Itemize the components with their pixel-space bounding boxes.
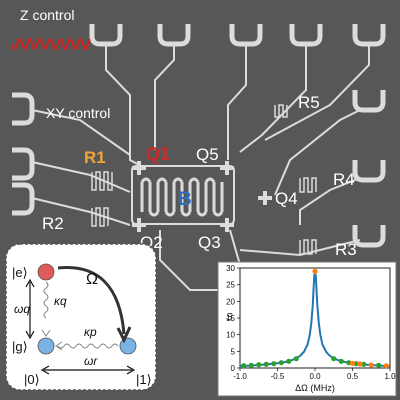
data-point-green xyxy=(361,361,367,367)
data-point-orange xyxy=(383,363,389,369)
q5-cross xyxy=(220,161,234,175)
y-tick-label: 30 xyxy=(226,264,235,273)
q3-label: Q3 xyxy=(198,233,221,252)
r5-label: R5 xyxy=(298,93,320,112)
chart-marks: 0 5 10 15 20 25 30 -1.0 -0.5 0.0 0.5 1.0 xyxy=(226,264,396,381)
data-point-green xyxy=(353,361,359,367)
state-g-label: |g⟩ xyxy=(12,339,28,354)
r4-label: R4 xyxy=(333,170,355,189)
q5-label: Q5 xyxy=(196,145,219,164)
data-point-green xyxy=(248,362,254,368)
qubit-crosses xyxy=(132,161,272,232)
x-tick-label: 0.5 xyxy=(347,372,359,381)
kappa-q-decay-icon xyxy=(43,281,49,319)
data-point-green xyxy=(331,356,337,362)
omega-drive-arrow xyxy=(57,266,126,335)
data-point-green xyxy=(271,361,277,367)
omega-q-arrowheads xyxy=(25,278,35,340)
spectrum-chart: 0 5 10 15 20 25 30 -1.0 -0.5 0.0 0.5 1.0 S ΔΩ (MHz) xyxy=(217,261,397,397)
omega-r-arrowheads xyxy=(40,365,136,375)
q4-cross xyxy=(258,191,272,205)
z-control-label: Z control xyxy=(20,7,74,23)
bus-b-label: B xyxy=(178,189,192,210)
y-tick-label: 20 xyxy=(226,297,235,306)
state-1-label: |1⟩ xyxy=(136,372,152,387)
state-e-label: |e⟩ xyxy=(12,265,28,280)
r3-label: R3 xyxy=(335,240,357,259)
ground-state-node xyxy=(37,337,55,355)
y-axis-label: S xyxy=(226,312,233,323)
state-0-label: |0⟩ xyxy=(24,372,40,387)
q2-cross xyxy=(132,218,146,232)
x-tick-label: 1.0 xyxy=(384,372,396,381)
data-point-green xyxy=(256,362,262,368)
readout-resonators xyxy=(91,104,317,255)
omega-label: Ω xyxy=(86,271,98,288)
data-point-green xyxy=(241,363,247,369)
data-point-orange xyxy=(357,361,363,367)
data-point-green xyxy=(338,358,344,364)
kappa-p-arrowhead xyxy=(55,341,63,351)
bus-resonator xyxy=(131,165,235,225)
data-point-green xyxy=(278,360,284,366)
data-point-orange xyxy=(349,360,356,366)
data-point-orange xyxy=(312,268,318,274)
control-lines xyxy=(31,44,370,301)
x-axis-label: ΔΩ (MHz) xyxy=(295,383,335,393)
y-tick-label: 0 xyxy=(231,364,236,373)
omega-drive-arrowhead xyxy=(116,326,132,344)
level-diagram-inset: |e⟩ |g⟩ |0⟩ |1⟩ Ω ωq κq κp ωr xyxy=(5,243,157,391)
data-point-green xyxy=(286,358,292,364)
x-tick-label: 0.0 xyxy=(309,372,321,381)
x-tick-label: -1.0 xyxy=(233,372,247,381)
y-tick-label: 15 xyxy=(226,314,235,323)
kappa-p-decay-icon xyxy=(57,343,119,349)
y-tick-label: 25 xyxy=(226,281,235,290)
q3-cross xyxy=(220,218,234,232)
r1-label: R1 xyxy=(84,148,106,167)
data-point-orange xyxy=(368,362,374,368)
xy-control-label: XY control xyxy=(46,105,110,121)
x-tick-label: -0.5 xyxy=(271,372,285,381)
kappa-p-label: κp xyxy=(84,325,97,339)
q1-label: Q1 xyxy=(146,144,170,164)
q1-cross xyxy=(132,161,146,175)
data-point-green xyxy=(293,356,299,362)
one-photon-node xyxy=(119,337,137,355)
excited-state-node xyxy=(37,263,55,281)
data-point-green xyxy=(376,362,382,368)
kappa-q-arrowhead xyxy=(41,329,51,337)
y-tick-label: 5 xyxy=(231,347,236,356)
plot-area xyxy=(239,267,391,369)
y-tick-label: 10 xyxy=(226,331,235,340)
data-point-green xyxy=(263,361,269,367)
r2-label: R2 xyxy=(42,214,64,233)
omega-r-label: ωr xyxy=(84,354,98,368)
omega-q-label: ωq xyxy=(14,302,30,316)
inset-frame xyxy=(5,243,157,391)
kappa-q-label: κq xyxy=(54,294,67,308)
z-control-wave-icon xyxy=(11,37,91,51)
q4-label: Q4 xyxy=(275,189,298,208)
